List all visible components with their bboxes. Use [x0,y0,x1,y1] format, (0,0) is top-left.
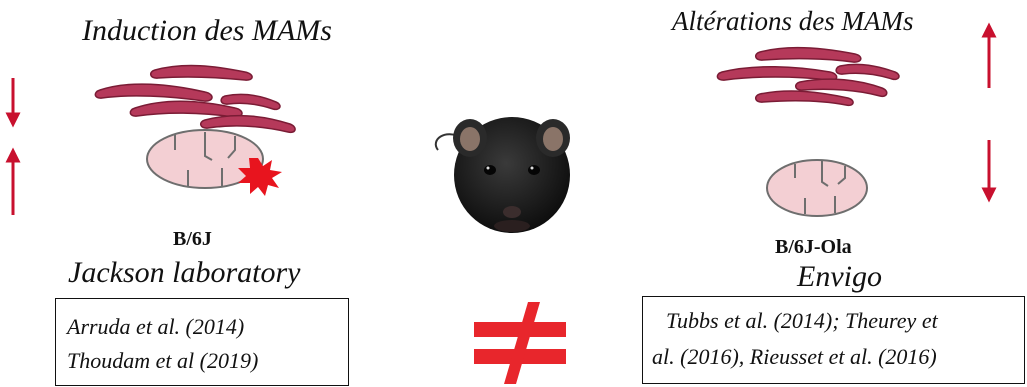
not-equal-icon [474,302,566,384]
left-vendor-label: Jackson laboratory [68,256,300,290]
right-vendor-label: Envigo [797,260,882,294]
left-reference-2: Thoudam et al (2019) [67,348,258,374]
left-heading: Induction des MAMs [82,14,332,48]
right-mitochondrion-icon [767,160,867,216]
right-er-icon [717,48,899,106]
right-strain-label: B/6J-Ola [775,236,852,259]
left-strain-label: B/6J [173,228,212,251]
left-er-icon [95,66,295,133]
right-reference-2: al. (2016), Rieusset et al. (2016) [652,344,937,370]
mouse-icon [436,117,570,233]
right-heading: Altérations des MAMs [672,6,913,37]
right-reference-1: Tubbs et al. (2014); Theurey et [666,308,938,334]
left-reference-1: Arruda et al. (2014) [67,314,244,340]
